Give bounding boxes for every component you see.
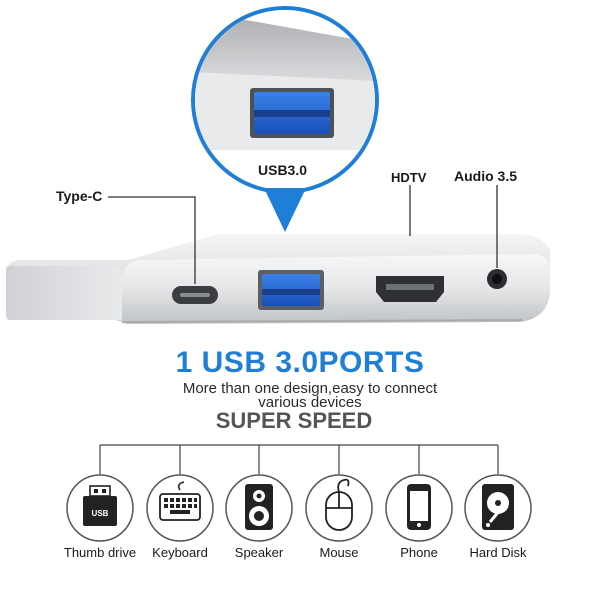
mouse-icon [325,478,353,531]
device-label-thumb-drive: Thumb drive [63,545,137,560]
callout-usb-label: USB3.0 [258,162,308,178]
hdtv-label: HDTV [391,170,427,185]
subtitle-line-1: More than one design,easy to connect [182,380,438,397]
subtitle-line-2: various devices [258,394,362,411]
phone-icon [407,484,431,530]
device-circles [66,474,532,542]
hdmi-port [376,276,444,302]
hard-disk-icon [482,484,514,530]
headline: 1 USB 3.0PORTS [175,346,425,379]
keyboard-icon [159,481,201,521]
device-tree [99,444,499,474]
usb-drive-icon [83,485,117,526]
type-c-port [172,286,218,304]
type-c-label: Type-C [56,188,103,204]
magnifier-callout [191,6,379,232]
usb-badge-text: USB [91,509,109,518]
usb-port [258,270,324,310]
leader-lines [108,185,498,284]
audio-jack [487,269,507,289]
device-label-speaker: Speaker [234,545,284,560]
device-label-keyboard: Keyboard [152,545,208,560]
device-label-mouse: Mouse [319,545,359,560]
speaker-icon [245,484,273,530]
audio-label: Audio 3.5 [454,168,518,184]
speed-text: SUPER SPEED [215,408,373,433]
device-label-phone: Phone [400,545,438,560]
device-label-hard-disk: Hard Disk [469,545,527,560]
